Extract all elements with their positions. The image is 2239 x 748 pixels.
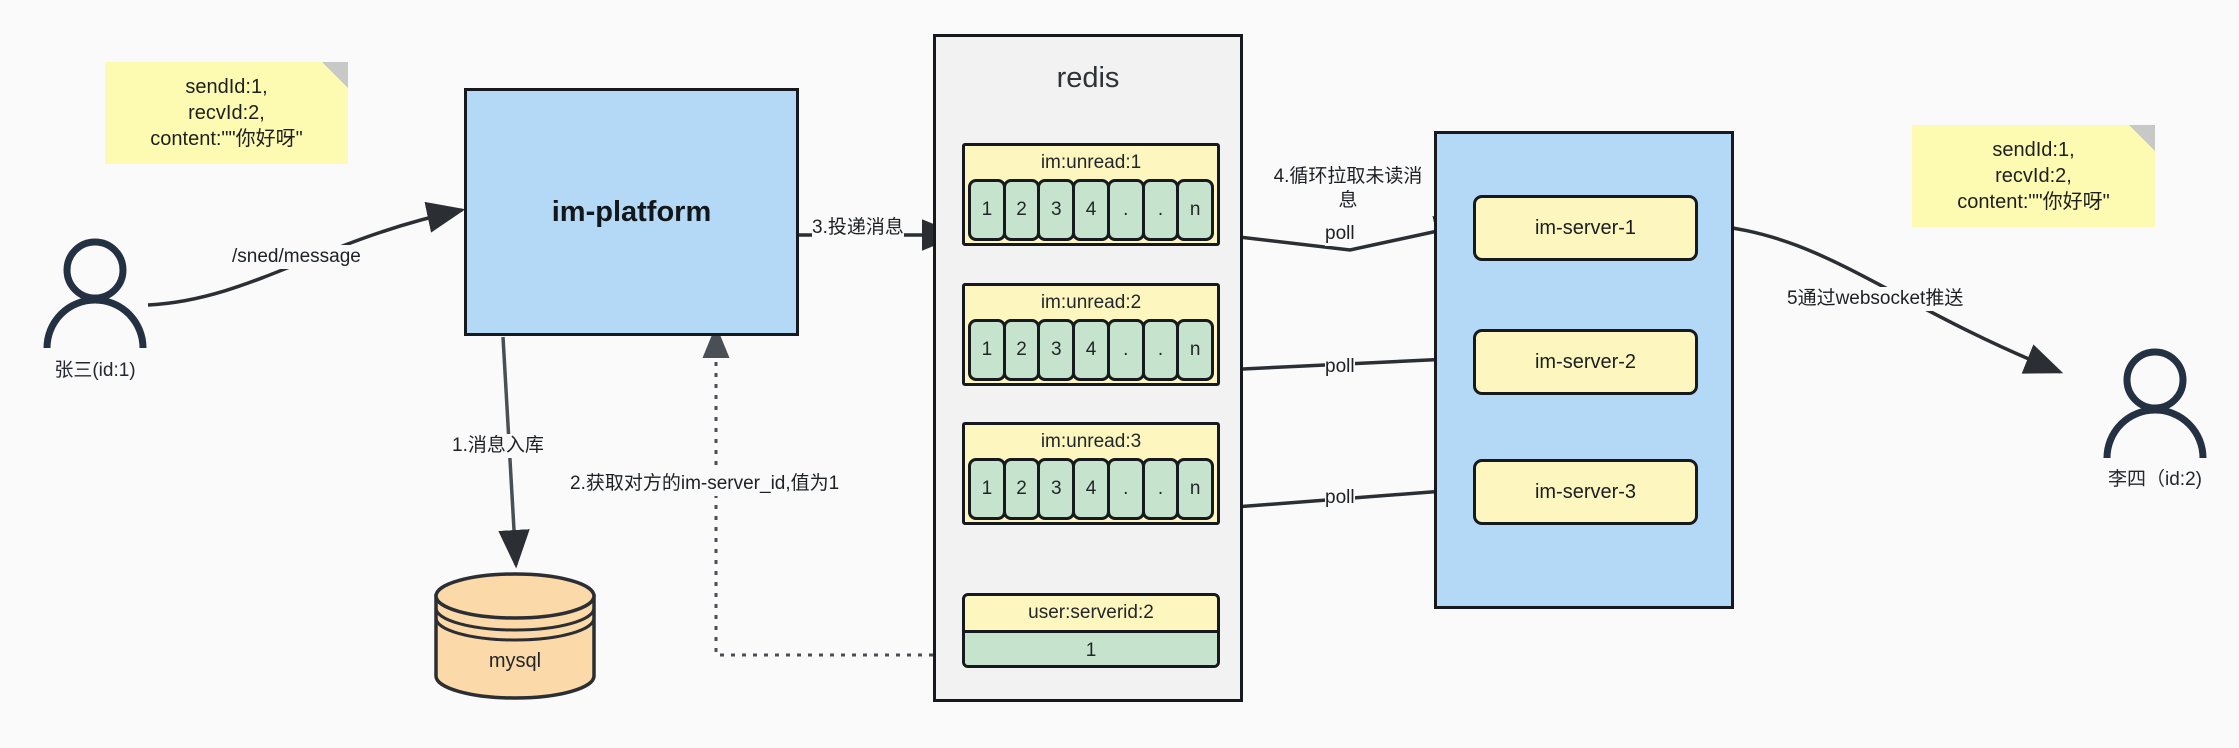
redis-list-3-key: im:unread:3 [1040,431,1142,452]
note-left-text: sendId:1, recvId:2, content:""你好呀" [150,76,303,150]
redis-cell: 1 [968,319,1006,381]
edge-label-step2: 2.获取对方的im-server_id,值为1 [570,472,840,496]
redis-list-3[interactable]: im:unread:3 1 2 3 4 . . n [962,422,1220,525]
actor-receiver [2090,348,2220,459]
redis-cell: 3 [1037,179,1076,241]
note-left: sendId:1, recvId:2, content:""你好呀" [105,62,348,164]
im-server-3-label: im-server-3 [1534,480,1637,503]
redis-cell: . [1141,458,1180,520]
database-cylinder-icon [434,572,596,700]
actor-sender [30,238,160,349]
redis-title: redis [1056,62,1120,94]
edge-label-poll-1: poll [1325,222,1355,246]
redis-cell: 3 [1037,319,1076,381]
redis-cell: 3 [1037,458,1076,520]
redis-cell: n [1176,179,1215,241]
redis-list-2-key: im:unread:2 [1040,292,1142,313]
note-right-text: sendId:1, recvId:2, content:""你好呀" [1957,139,2110,213]
edge-label-step3: 3.投递消息 [812,216,904,240]
redis-cell: 4 [1072,179,1110,241]
user-icon [2103,348,2207,459]
edge-label-poll-2: poll [1325,355,1355,379]
redis-panel: redis im:unread:1 1 2 3 4 . . n im:unrea… [933,34,1243,702]
edge-label-poll-3: poll [1325,486,1355,510]
redis-cell: . [1106,319,1145,381]
actor-sender-label: 张三(id:1) [54,360,136,381]
redis-list-1-key: im:unread:1 [1040,152,1142,173]
redis-list-2-cells: 1 2 3 4 . . n [965,319,1217,384]
redis-list-3-cells: 1 2 3 4 . . n [965,458,1217,523]
actor-receiver-label: 李四（id:2) [2108,469,2202,490]
redis-cell: . [1106,179,1145,241]
redis-kv-value: 1 [965,630,1217,665]
redis-cell: 4 [1072,458,1110,520]
edge-label-send-message: /sned/message [232,245,361,269]
redis-cell: 2 [1002,179,1041,241]
redis-cell: 2 [1002,458,1041,520]
redis-cell: n [1176,458,1215,520]
im-server-cluster: im-server-1 im-server-2 im-server-3 [1434,131,1734,609]
im-server-3-box[interactable]: im-server-3 [1473,459,1698,525]
im-server-1-label: im-server-1 [1534,216,1637,239]
im-platform-box[interactable]: im-platform [464,88,799,336]
redis-cell: . [1141,179,1180,241]
redis-list-2[interactable]: im:unread:2 1 2 3 4 . . n [962,283,1220,386]
redis-list-1[interactable]: im:unread:1 1 2 3 4 . . n [962,143,1220,246]
redis-list-1-cells: 1 2 3 4 . . n [965,179,1217,244]
edge-label-step4: 4.循环拉取未读消 息 [1258,165,1438,213]
redis-cell: . [1106,458,1145,520]
edge-label-step1: 1.消息入库 [452,434,544,458]
edge-label-step5: 5通过websocket推送 [1787,287,1964,311]
note-right: sendId:1, recvId:2, content:""你好呀" [1912,125,2155,227]
note-fold-corner [2129,125,2155,151]
mysql-cylinder[interactable]: mysql [432,572,598,700]
note-fold-corner [322,62,348,88]
redis-cell: . [1141,319,1180,381]
redis-cell: 2 [1002,319,1041,381]
im-server-1-box[interactable]: im-server-1 [1473,195,1698,261]
im-server-2-label: im-server-2 [1534,350,1637,373]
mysql-label: mysql [488,650,542,672]
redis-cell: n [1176,319,1215,381]
redis-cell: 1 [968,179,1006,241]
redis-cell: 4 [1072,319,1110,381]
user-icon [43,238,147,349]
im-platform-label: im-platform [551,195,712,228]
redis-kv-key: user:serverid:2 [1028,602,1154,623]
redis-cell: 1 [968,458,1006,520]
im-server-2-box[interactable]: im-server-2 [1473,329,1698,395]
redis-kv-user-serverid[interactable]: user:serverid:2 1 [962,593,1220,668]
